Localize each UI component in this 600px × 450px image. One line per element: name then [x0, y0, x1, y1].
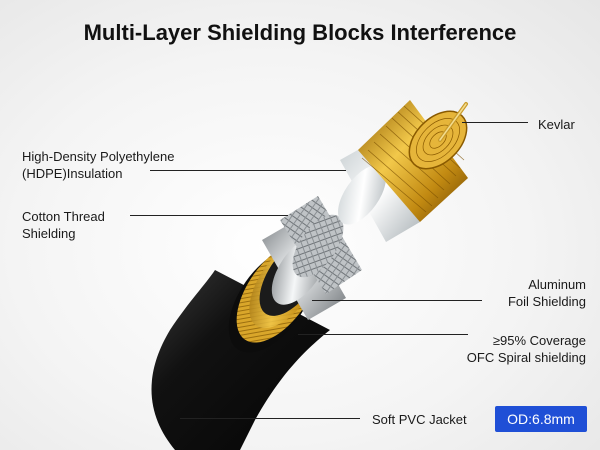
label-cotton: Cotton Thread Shielding: [22, 208, 105, 242]
label-foil: Aluminum Foil Shielding: [440, 276, 586, 310]
label-spiral: ≥95% Coverage OFC Spiral shielding: [420, 332, 586, 366]
label-foil-line1: Aluminum: [528, 277, 586, 292]
label-foil-line2: Foil Shielding: [507, 294, 586, 309]
label-jacket: Soft PVC Jacket: [372, 411, 467, 428]
hdpe-leader-line: [150, 170, 346, 171]
label-hdpe: High-Density Polyethylene (HDPE)Insulati…: [22, 148, 174, 182]
kevlar-leader-line: [462, 122, 528, 123]
label-kevlar: Kevlar: [538, 116, 575, 133]
label-hdpe-line2: (HDPE)Insulation: [22, 166, 123, 181]
jacket-leader-line: [180, 418, 360, 419]
page-title: Multi-Layer Shielding Blocks Interferenc…: [83, 20, 517, 45]
label-cotton-line1: Cotton Thread: [22, 209, 105, 224]
label-jacket-text: Soft PVC Jacket: [372, 412, 467, 427]
cotton-leader-line: [130, 215, 288, 216]
label-spiral-line2: OFC Spiral shielding: [466, 350, 586, 365]
foil-leader-line: [312, 300, 482, 301]
label-kevlar-text: Kevlar: [538, 117, 575, 132]
label-hdpe-line1: High-Density Polyethylene: [22, 149, 175, 164]
label-spiral-line1: ≥95% Coverage: [492, 333, 586, 348]
od-badge: OD:6.8mm: [495, 406, 587, 432]
label-cotton-line2: Shielding: [22, 226, 76, 241]
spiral-leader-line: [298, 334, 468, 335]
